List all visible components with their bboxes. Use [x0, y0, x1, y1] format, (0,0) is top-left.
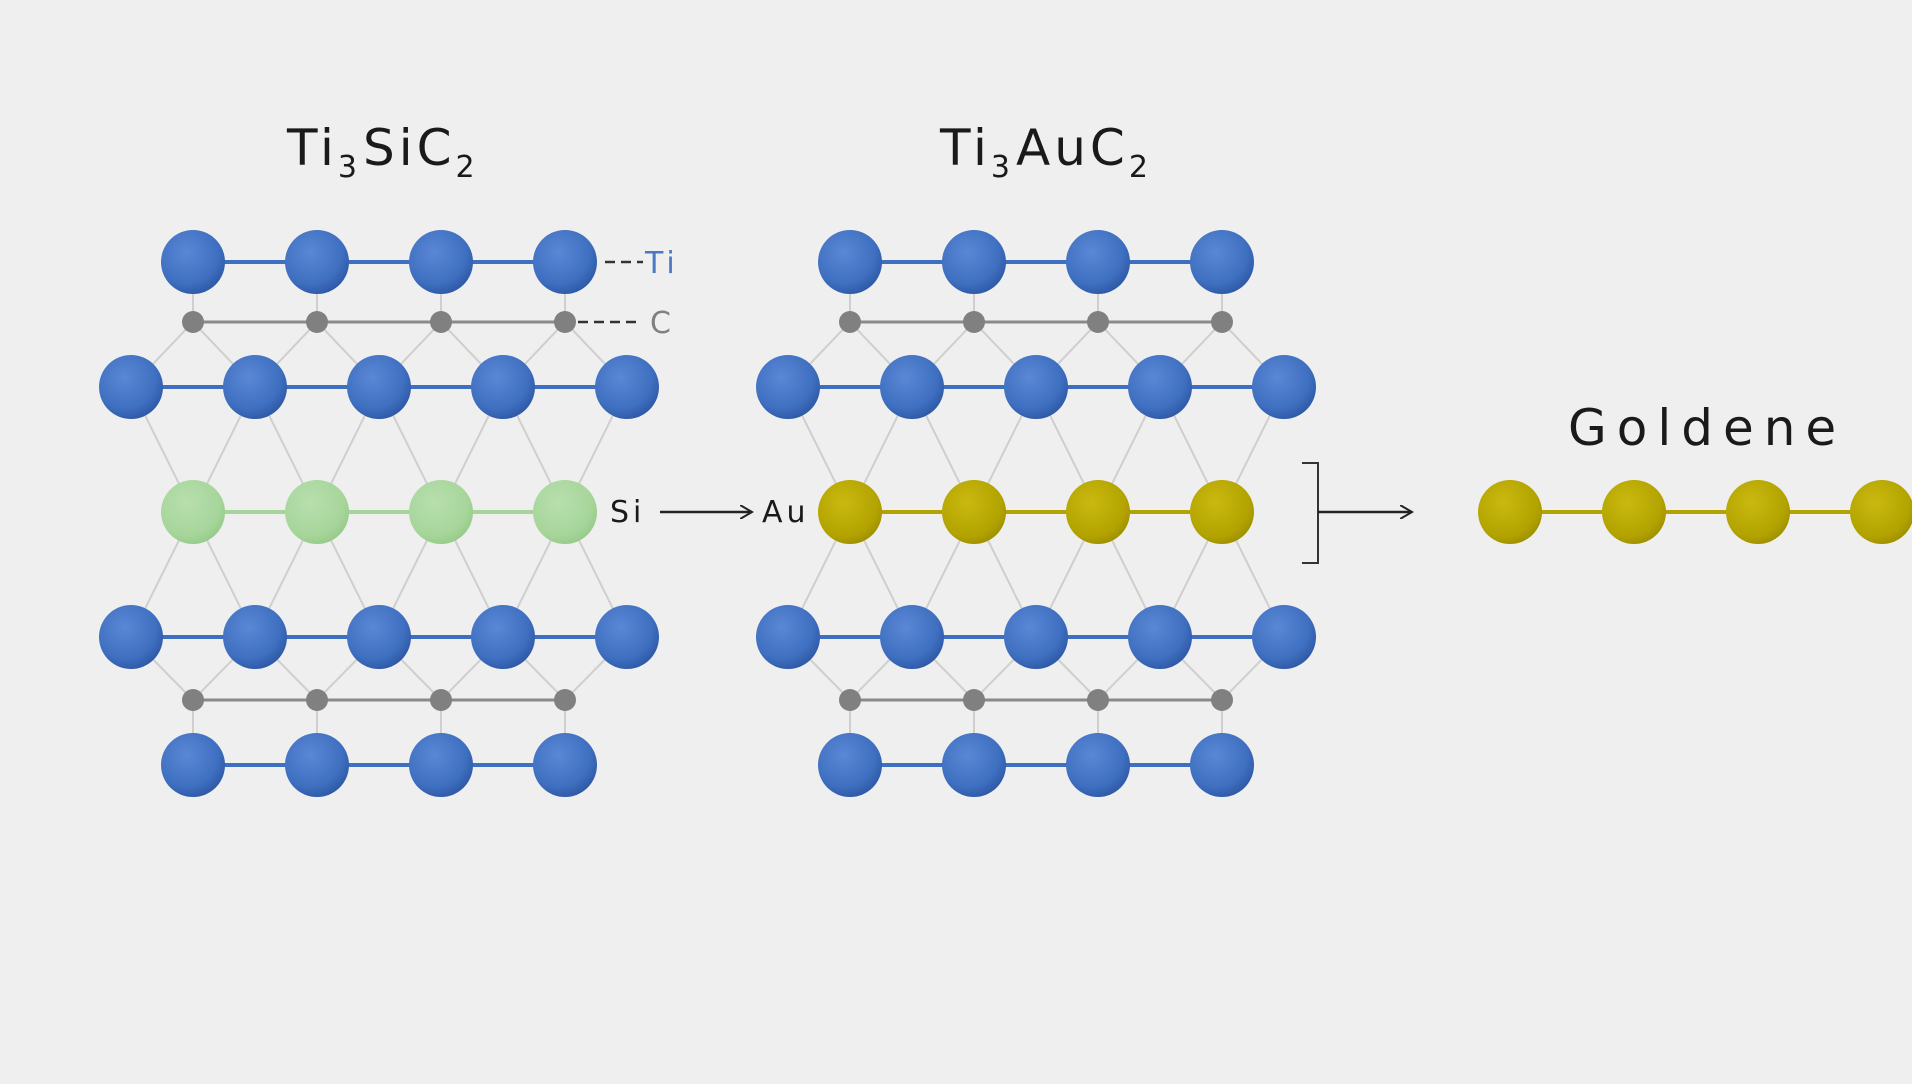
ti-atom [533, 230, 597, 294]
ti-atom [347, 355, 411, 419]
ti-atom [756, 605, 820, 669]
ti-atom [942, 230, 1006, 294]
ti-atom [285, 733, 349, 797]
ti-atom [1252, 355, 1316, 419]
si-atom [161, 480, 225, 544]
ti-atom [818, 230, 882, 294]
ti-atom [942, 733, 1006, 797]
ti3auc2-structure [756, 230, 1316, 797]
title-right-main: Ti [939, 119, 991, 177]
ti-atom [1128, 605, 1192, 669]
ti-atom [223, 605, 287, 669]
ti-atom [99, 355, 163, 419]
title-right-mid: AuC [1016, 119, 1129, 177]
goldene-structure [1478, 480, 1912, 544]
ti-atom [880, 605, 944, 669]
title-left-mid: SiC [363, 119, 456, 177]
ti-atom [471, 605, 535, 669]
ti-atom [409, 733, 473, 797]
ti-atom [756, 355, 820, 419]
c-atom [554, 311, 576, 333]
ti-atom [818, 733, 882, 797]
ti-atom [1066, 230, 1130, 294]
c-atom [306, 311, 328, 333]
c-atom [554, 689, 576, 711]
c-label: C [650, 306, 675, 341]
c-atom [306, 689, 328, 711]
c-atom [1211, 311, 1233, 333]
ti3sic2-structure [99, 230, 659, 797]
ti-atom [1004, 605, 1068, 669]
si-atom [409, 480, 473, 544]
ti-atom [880, 355, 944, 419]
au-atom [1478, 480, 1542, 544]
ti-atom [285, 230, 349, 294]
ti-atom [223, 355, 287, 419]
c-atom [1087, 311, 1109, 333]
ti-atom [99, 605, 163, 669]
ti-atom [1252, 605, 1316, 669]
ti-atom [161, 230, 225, 294]
ti-atom [1128, 355, 1192, 419]
title-left-sub2: 2 [456, 150, 479, 185]
c-atom [963, 689, 985, 711]
title-ti3auc2: Ti3AuC2 [939, 119, 1152, 185]
si-label: Si [610, 495, 645, 530]
ti-atom [533, 733, 597, 797]
c-atom [839, 689, 861, 711]
etch-bracket-icon [1302, 462, 1319, 564]
title-left-sub1: 3 [338, 150, 361, 185]
au-atom [1602, 480, 1666, 544]
c-atom [430, 689, 452, 711]
title-right-sub2: 2 [1129, 150, 1152, 185]
ti-atom [1066, 733, 1130, 797]
ti-atom [1190, 230, 1254, 294]
ti-atom [1190, 733, 1254, 797]
au-atom [818, 480, 882, 544]
si-atom [285, 480, 349, 544]
c-atom [1211, 689, 1233, 711]
c-atom [182, 689, 204, 711]
ti-atom [595, 355, 659, 419]
ti-atom [471, 355, 535, 419]
ti-atom [347, 605, 411, 669]
c-atom [430, 311, 452, 333]
c-atom [1087, 689, 1109, 711]
ti-label: Ti [644, 246, 679, 281]
title-right-sub1: 3 [991, 150, 1014, 185]
c-atom [182, 311, 204, 333]
c-atom [963, 311, 985, 333]
c-atom [839, 311, 861, 333]
title-goldene: Goldene [1568, 399, 1846, 457]
ti-atom [409, 230, 473, 294]
au-atom [1190, 480, 1254, 544]
ti-atom [595, 605, 659, 669]
ti-atom [161, 733, 225, 797]
au-atom [1066, 480, 1130, 544]
title-ti3sic2: Ti3SiC2 [286, 119, 479, 185]
au-atom [1850, 480, 1912, 544]
au-atom [1726, 480, 1790, 544]
au-label: Au [762, 495, 810, 530]
ti-atom [1004, 355, 1068, 419]
au-atom [942, 480, 1006, 544]
title-left-main: Ti [286, 119, 338, 177]
si-atom [533, 480, 597, 544]
